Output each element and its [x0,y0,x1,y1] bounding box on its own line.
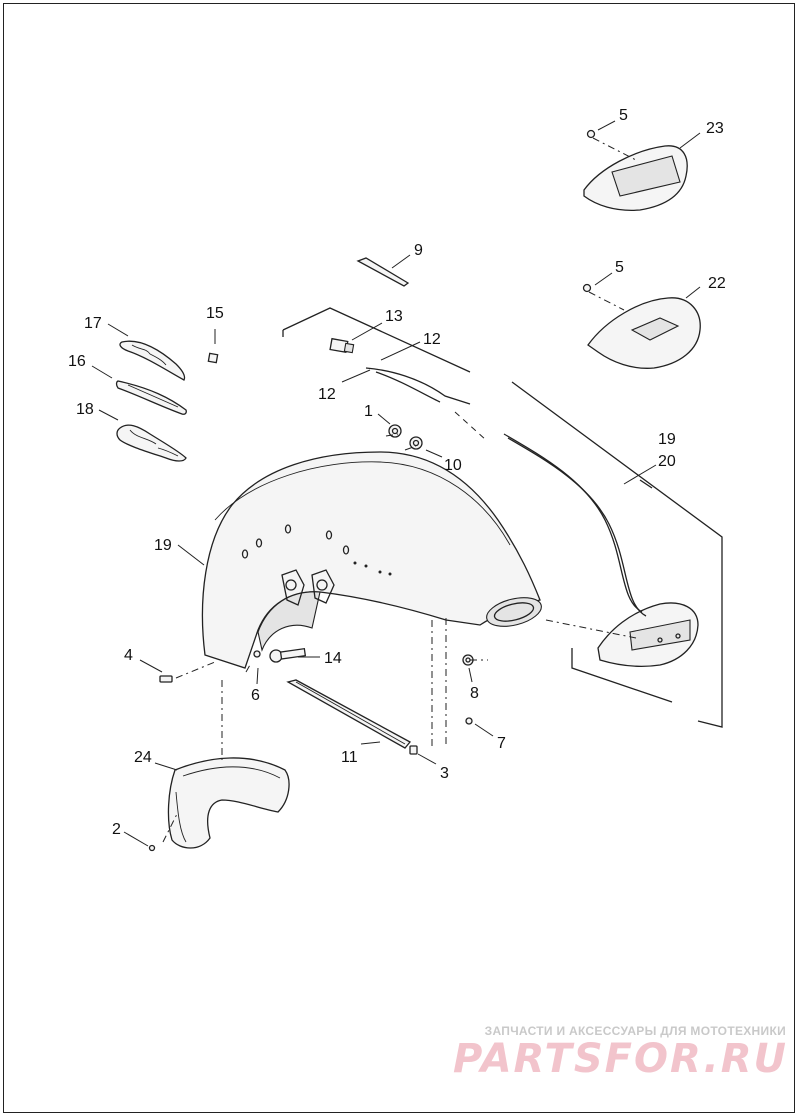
screw-5-upper [586,129,596,139]
callout-11: 11 [341,749,358,766]
callout-20: 19 [658,431,676,448]
wiring-harness [365,367,647,617]
callout-5: 5 [619,107,628,124]
callout-3: 3 [440,765,449,782]
callout-9: 9 [414,242,423,259]
callout-4: 4 [124,647,133,664]
callout-8: 8 [470,685,479,702]
cable-tie-9 [356,257,410,287]
callout-23: 23 [706,120,724,137]
fender-tip-22 [587,297,701,369]
callout-14: 14 [324,650,342,667]
screw-4 [159,675,173,683]
mounting-plate [282,307,723,728]
callout-7: 7 [497,735,506,752]
watermark-logo: PARTSFOR.RU [452,1036,788,1082]
fender-guard-24 [167,757,290,849]
screw-7 [465,717,473,725]
callout-24: 24 [134,749,152,766]
bolt-14 [269,647,307,663]
emblem-clip-15 [207,352,219,364]
leader-lines [91,120,701,847]
connector-13 [329,337,355,354]
callout-13: 13 [385,308,403,325]
callout-6: 6 [251,687,260,704]
screw-2 [148,844,156,852]
callout-labels: 5 23 9 5 22 15 13 17 12 16 12 1 18 19 20… [68,107,726,838]
watermark-tagline: ЗАПЧАСТИ И АКСЕССУАРЫ ДЛЯ МОТОТЕХНИКИ [484,1024,786,1038]
callout-2: 2 [112,821,121,838]
fender-tip-23 [583,145,688,211]
tail-lamp-lens [597,602,699,667]
callout-16: 16 [68,353,86,370]
nameplate-17 [119,340,186,381]
fender-rail-11 [286,679,412,749]
nut-10 [409,436,423,450]
washer-6 [253,650,261,658]
callout-22: 22 [708,275,726,292]
callout-18: 18 [76,401,94,418]
assembly-lines [162,137,637,843]
screw-5-lower [582,283,592,293]
callout-12: 12 [318,386,336,403]
callout-5: 5 [615,259,624,276]
callout-10: 10 [444,457,462,474]
nameplate-16 [115,380,187,415]
callout-17: 17 [84,315,102,332]
callout-19: 19 [154,537,172,554]
callout-21: 20 [658,453,676,470]
callout-1: 1 [364,403,373,420]
diagram-border [3,3,795,1113]
callout-12: 12 [423,331,441,348]
callout-15: 15 [206,305,224,322]
screw-3 [409,745,418,755]
nameplate-18 [116,424,187,462]
rear-fender [201,451,542,669]
